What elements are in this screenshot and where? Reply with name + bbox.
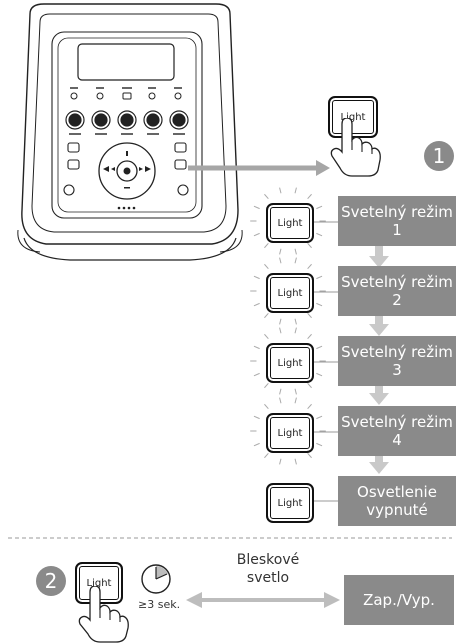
mode-1-line2: 1 bbox=[392, 221, 402, 239]
light-button-mode-1[interactable]: Light bbox=[266, 203, 314, 243]
glow-ray bbox=[279, 388, 282, 395]
on-off-label: Zap./Vyp. bbox=[363, 591, 435, 609]
hand-hold-icon bbox=[78, 586, 129, 643]
glow-ray bbox=[264, 382, 269, 389]
glow-ray bbox=[264, 193, 269, 200]
mode-4-line2: 4 bbox=[392, 431, 402, 449]
glow-ray bbox=[294, 388, 297, 395]
glow-ray bbox=[264, 242, 269, 249]
light-button-mode-4[interactable]: Light bbox=[266, 413, 314, 453]
glow-ray bbox=[307, 312, 312, 319]
glow-ray bbox=[264, 403, 269, 410]
glow-ray bbox=[279, 257, 282, 264]
glow-ray bbox=[294, 458, 297, 465]
flash-light-line1: Bleskové bbox=[236, 552, 300, 568]
glow-ray bbox=[316, 442, 323, 447]
step-1-badge: 1 bbox=[424, 141, 454, 171]
glow-ray bbox=[316, 275, 323, 280]
timer-icon bbox=[141, 564, 171, 594]
glow-ray bbox=[253, 345, 260, 350]
glow-ray bbox=[316, 232, 323, 237]
hand-press-icon bbox=[330, 118, 381, 177]
glow-ray bbox=[294, 248, 297, 255]
glow-ray bbox=[253, 415, 260, 420]
mode-off-line1: Osvetlenie bbox=[357, 483, 437, 501]
mode-off-line2: vypnuté bbox=[366, 501, 428, 519]
glow-ray bbox=[279, 397, 282, 404]
glow-ray bbox=[264, 452, 269, 459]
mode-2-line1: Svetelný režim bbox=[341, 273, 453, 291]
mode-3-line1: Svetelný režim bbox=[341, 343, 453, 361]
glow-ray bbox=[279, 327, 282, 334]
mode-2-line2: 2 bbox=[392, 291, 402, 309]
mode-box-1: Svetelný režim 1 bbox=[338, 196, 456, 246]
glow-ray bbox=[307, 333, 312, 340]
step-2-badge: 2 bbox=[36, 566, 66, 596]
glow-ray bbox=[253, 205, 260, 210]
glow-ray bbox=[294, 318, 297, 325]
glow-ray bbox=[294, 397, 297, 404]
light-button-mode-3[interactable]: Light bbox=[266, 343, 314, 383]
glow-ray bbox=[253, 232, 260, 237]
mode-box-off: Osvetlenie vypnuté bbox=[338, 476, 456, 526]
glow-ray bbox=[253, 442, 260, 447]
glow-ray bbox=[294, 257, 297, 264]
glow-ray bbox=[316, 345, 323, 350]
mode-3-line2: 3 bbox=[392, 361, 402, 379]
mode-box-3: Svetelný režim 3 bbox=[338, 336, 456, 386]
light-button-mode-off[interactable]: Light bbox=[266, 483, 314, 523]
glow-ray bbox=[316, 302, 323, 307]
glow-ray bbox=[307, 242, 312, 249]
glow-ray bbox=[316, 205, 323, 210]
glow-ray bbox=[264, 333, 269, 340]
flash-light-line2: svetlo bbox=[246, 570, 290, 586]
glow-ray bbox=[279, 248, 282, 255]
glow-ray bbox=[307, 403, 312, 410]
light-button-top[interactable]: Light bbox=[328, 96, 378, 138]
glow-ray bbox=[279, 458, 282, 465]
flash-light-label: Bleskové svetlo bbox=[216, 551, 320, 587]
glow-ray bbox=[307, 452, 312, 459]
mode-1-line1: Svetelný režim bbox=[341, 203, 453, 221]
glow-ray bbox=[253, 372, 260, 377]
glow-ray bbox=[316, 415, 323, 420]
mode-4-line1: Svetelný režim bbox=[341, 413, 453, 431]
on-off-box: Zap./Vyp. bbox=[344, 575, 454, 625]
speaker-illustration bbox=[17, 3, 243, 261]
mode-box-2: Svetelný režim 2 bbox=[338, 266, 456, 316]
glow-ray bbox=[264, 312, 269, 319]
glow-ray bbox=[307, 263, 312, 270]
glow-ray bbox=[307, 193, 312, 200]
mode-box-4: Svetelný režim 4 bbox=[338, 406, 456, 456]
glow-ray bbox=[253, 275, 260, 280]
glow-ray bbox=[279, 187, 282, 194]
glow-ray bbox=[279, 318, 282, 325]
glow-ray bbox=[307, 382, 312, 389]
glow-ray bbox=[294, 187, 297, 194]
hold-duration: ≥3 sek. bbox=[138, 598, 181, 611]
glow-ray bbox=[253, 302, 260, 307]
light-button-mode-2[interactable]: Light bbox=[266, 273, 314, 313]
glow-ray bbox=[264, 263, 269, 270]
glow-ray bbox=[316, 372, 323, 377]
glow-ray bbox=[294, 327, 297, 334]
